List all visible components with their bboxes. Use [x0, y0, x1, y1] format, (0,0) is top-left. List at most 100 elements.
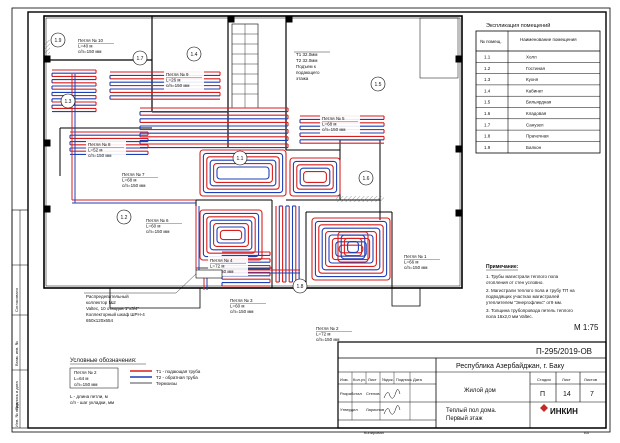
room-tag-text: 1.1 — [237, 156, 244, 162]
manifold-note-line: Распределительный — [86, 293, 129, 299]
loop-label-line: L=60 м — [230, 304, 244, 309]
note-line: 1. Трубы магистрали теплого пола — [486, 274, 559, 279]
loop-label-line: L=72 м — [210, 264, 224, 269]
scale-label: М 1:75 — [574, 323, 599, 332]
manifold-cabinet — [195, 269, 223, 279]
sheet-title-2: Первый этаж — [446, 415, 482, 422]
side-stamp: Согласовано Взам. инв. № Подпись и дата … — [11, 209, 29, 429]
room-tag: 1.3 — [60, 93, 76, 109]
loop-label-line: L=68 м — [122, 178, 136, 183]
loop-label-line: Петля № 3 — [230, 298, 253, 303]
heating-loop — [289, 157, 341, 197]
loop-label-line: с/п=150 мм — [230, 309, 254, 314]
room-tag: 1.7 — [132, 50, 148, 66]
company-logo: ИНКИН — [540, 404, 578, 416]
legend-sample: Петля № 2 — [74, 370, 97, 375]
loop-label-line: Петля № 6 — [146, 218, 169, 223]
heating-loop — [51, 69, 97, 113]
approver-name: Ларионов — [366, 407, 384, 412]
legend-return: Т2 - обратная труба — [156, 375, 198, 380]
room-tag: 1.6 — [358, 170, 374, 186]
loop-label-line: с/п=150 мм — [322, 127, 346, 132]
approver-label: Утвердил — [340, 407, 358, 412]
rev-header: Изм. — [340, 377, 349, 382]
stage-label: Стадия — [537, 377, 551, 382]
riser-note: Т1 32.0мм Т2 32.0мм Подъем к подающего э… — [294, 51, 330, 81]
hatched-wall — [44, 40, 50, 54]
loop-label: Петля № 8L=52 мс/п=150 мм — [86, 140, 126, 160]
manifold-note-line: 650х120х654 — [86, 318, 114, 323]
room-tag: 1.1 — [232, 150, 248, 166]
loop-label: Петля № 5L=68 мс/п=150 мм — [320, 114, 360, 134]
room-no: 1.1 — [484, 55, 491, 60]
loop-label-line: L=40 м — [78, 44, 92, 49]
notes-title: Примечание: — [486, 264, 519, 270]
riser-note-line: подающего — [296, 70, 320, 75]
room-tag-text: 1.6 — [363, 176, 370, 182]
rev-header: Дата — [413, 377, 423, 382]
note-line: пола 16х2,0 мм Valtec. — [486, 314, 533, 319]
room-tag-text: 1.3 — [65, 99, 72, 105]
notes: Примечание: 1. Трубы магистрали теплого … — [486, 264, 575, 319]
legend-sample: с/п=150 мм — [74, 382, 98, 387]
room-tag-text: 1.4 — [191, 52, 198, 58]
room-table: Экспликация помещений № помещ. Наименова… — [475, 22, 601, 154]
hatched-wall — [336, 196, 384, 202]
room-tag: 1.9 — [50, 32, 66, 48]
room-table-header-name: Наименование помещения — [520, 37, 577, 42]
loop-label-line: с/п=150 мм — [166, 83, 190, 88]
room-tag: 1.5 — [370, 76, 386, 92]
loop-label-line: Петля № 5 — [322, 116, 345, 121]
stamp-inv-number: Инв. № подл. — [14, 402, 19, 427]
loop-label-line: с/п=150 мм — [404, 265, 428, 270]
manifold-note-line: Valtec, 10 отводов 1"х3/4" — [86, 306, 140, 311]
sheet-title-1: Теплый пол дома. — [446, 407, 497, 414]
note-line: подводящих участках магистралей — [486, 293, 560, 299]
room-tag-text: 1.2 — [121, 215, 128, 221]
loop-label-line: с/п=150 мм — [146, 229, 170, 234]
legend-explain: с/п - шаг укладки, мм — [70, 400, 114, 405]
note-line: утеплителем "Энергофлекс" от9 мм. — [486, 300, 562, 305]
heating-loop — [337, 231, 369, 263]
manifold-note-line: Коллекторный шкаф ШРН-4 — [86, 311, 145, 317]
room-no: 1.2 — [484, 66, 491, 71]
room-no: 1.3 — [484, 77, 491, 82]
room-tag-text: 1.5 — [375, 82, 382, 88]
heating-loop — [299, 115, 385, 144]
note-line: отопления от стен условно. — [486, 280, 544, 285]
room-name: Холл — [526, 55, 537, 60]
stamp-agreed: Согласовано — [14, 287, 19, 312]
room-no: 1.7 — [484, 122, 491, 127]
developer-name: Стелов — [366, 391, 380, 396]
sheet-label: Лист — [562, 377, 571, 382]
rev-header: Лист — [368, 377, 377, 382]
stamp-replace-inv: Взам. инв. № — [14, 341, 19, 366]
note-line: 2. Магистрали теплого пола и трубу ТП на — [486, 288, 575, 293]
loop-label-line: L=66 м — [404, 260, 418, 265]
room-tags: 1.11.21.31.41.51.61.71.81.9 — [50, 32, 386, 294]
room-name: Гостиная — [526, 66, 545, 71]
loop-label-line: Петля № 1 — [404, 254, 427, 259]
rev-header: Кол.уч — [353, 377, 365, 382]
company-name: ИНКИН — [550, 407, 578, 416]
loop-label-line: Петля № 9 — [166, 72, 189, 77]
loop-label-line: L=52 м — [88, 148, 102, 153]
loop-label: Петля № 6L=60 мс/п=150 мм — [144, 216, 184, 236]
room-tag-text: 1.9 — [55, 38, 62, 44]
room-tag: 1.2 — [116, 209, 132, 225]
manifold-note-line: коллектор №2 — [86, 300, 116, 305]
legend-insulation: Термоизы — [156, 381, 177, 386]
rev-header: №док. — [382, 377, 394, 382]
room-name: Санузел — [526, 122, 544, 127]
loop-label-line: L=26 м — [166, 78, 180, 83]
loop-label-line: с/п=150 мм — [122, 183, 146, 188]
loop-label-line: L=68 м — [322, 122, 336, 127]
drawing-code: П-295/2019-ОВ — [536, 347, 592, 356]
loop-label: Петля № 7L=68 мс/п=150 мм — [120, 170, 160, 190]
feed-lines — [71, 74, 300, 290]
loop-label-line: Петля № 2 — [316, 326, 339, 331]
room-no: 1.9 — [484, 145, 491, 150]
